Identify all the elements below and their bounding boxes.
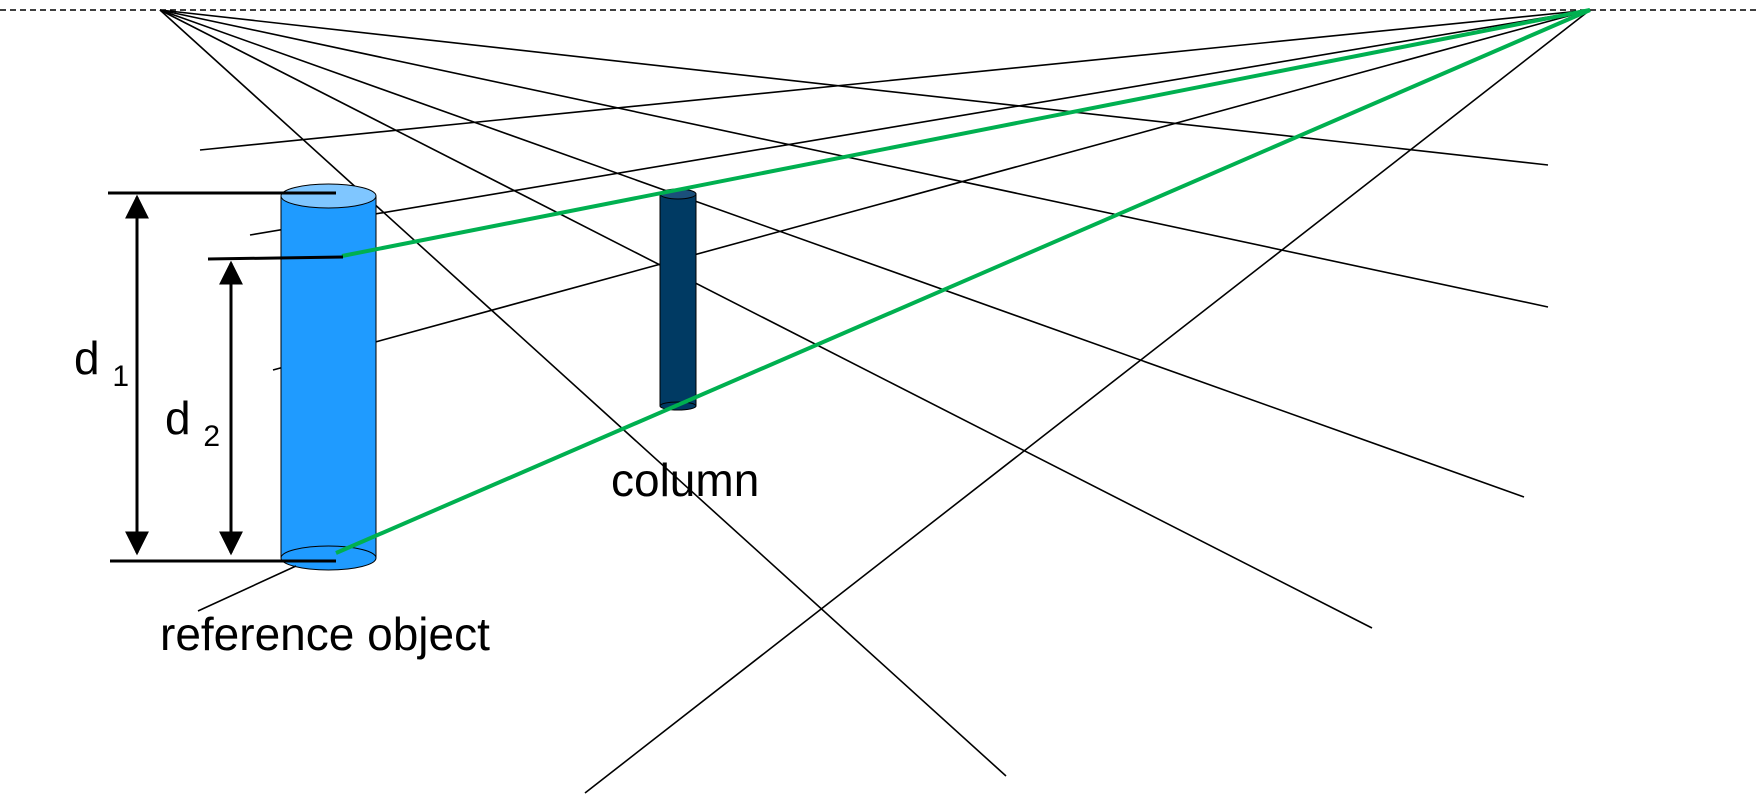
- d2-base: d: [165, 392, 191, 444]
- d2-top-tick: [207, 255, 344, 261]
- d2-subscript: 2: [203, 420, 220, 453]
- column-label: column: [611, 454, 759, 506]
- left-vanishing-rays: [159, 9, 1549, 777]
- measurement-ticks: [108, 191, 344, 563]
- d2-label: d 2: [165, 392, 220, 453]
- left-ray-5: [159, 9, 1007, 777]
- reference-object-leader: [197, 565, 297, 612]
- green-ray-top: [341, 8, 1591, 258]
- right-vanishing-rays: [199, 9, 1591, 794]
- d1-subscript: 1: [112, 360, 129, 393]
- right-ray-3: [272, 9, 1591, 371]
- d1-base: d: [74, 332, 100, 384]
- left-ray-4: [159, 9, 1373, 629]
- left-ray-2: [159, 9, 1549, 308]
- left-ray-1: [159, 9, 1549, 166]
- reference-object-label: reference object: [160, 608, 490, 660]
- right-ray-1: [199, 9, 1591, 151]
- right-ray-2: [249, 9, 1591, 236]
- green-rays: [335, 8, 1591, 555]
- left-ray-3: [159, 9, 1525, 498]
- reference-object: [280, 183, 377, 571]
- column: [659, 188, 697, 411]
- d1-label: d 1: [74, 332, 129, 393]
- green-ray-bottom: [335, 8, 1591, 555]
- right-ray-4: [584, 9, 1591, 794]
